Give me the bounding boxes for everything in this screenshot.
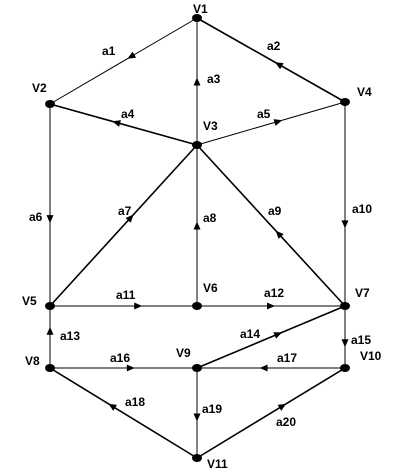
arrowhead-a19 <box>193 413 201 422</box>
edge-label-a19: a19 <box>202 402 222 416</box>
edge-a1 <box>49 17 198 105</box>
edge-label-a14: a14 <box>240 327 260 341</box>
edge-label-a11: a11 <box>116 288 136 302</box>
edge-a4 <box>49 103 198 146</box>
edge-a5 <box>196 101 346 146</box>
vertex-v8 <box>45 364 55 372</box>
vertex-v5 <box>45 302 55 310</box>
arrowhead-a14 <box>273 332 283 339</box>
edge-label-a12: a12 <box>264 286 284 300</box>
arrowhead-a13 <box>46 326 54 335</box>
arrowhead-a12 <box>267 302 275 310</box>
edge-a9 <box>196 144 346 307</box>
vertex-v3 <box>192 141 202 149</box>
arrowhead-a18 <box>108 403 117 411</box>
edge-label-a13: a13 <box>60 329 80 343</box>
arrowhead-a17 <box>259 364 268 372</box>
edge-label-a16: a16 <box>110 351 130 365</box>
edge-a18 <box>49 367 198 459</box>
arrowhead-a2 <box>274 62 284 70</box>
arrowhead-a9 <box>275 230 284 239</box>
arrowhead-a11 <box>134 302 143 310</box>
edge-label-a9: a9 <box>268 204 282 218</box>
edge-label-a7: a7 <box>118 204 132 218</box>
vertex-label-v7: V7 <box>355 286 370 300</box>
edge-label-a8: a8 <box>203 211 217 225</box>
vertex-v2 <box>45 100 55 108</box>
arrowhead-a6 <box>46 215 54 224</box>
vertex-v4 <box>340 98 350 106</box>
edge-label-a20: a20 <box>276 415 296 429</box>
arrowhead-a5 <box>273 119 283 126</box>
vertex-label-v8: V8 <box>25 354 40 368</box>
arrowhead-a16 <box>126 364 135 372</box>
vertex-v10 <box>340 364 350 372</box>
arrowhead-a3 <box>193 77 201 86</box>
vertex-v6 <box>192 302 202 310</box>
edge-label-a2: a2 <box>267 39 281 53</box>
edge-label-a1: a1 <box>102 44 116 58</box>
edge-a7 <box>49 144 198 307</box>
vertex-v7 <box>340 302 350 310</box>
arrowhead-a7 <box>125 214 134 223</box>
node-layer <box>45 14 350 462</box>
vertex-v11 <box>192 454 202 462</box>
vertex-label-v5: V5 <box>22 294 37 308</box>
edge-label-a3: a3 <box>207 72 221 86</box>
edge-label-a6: a6 <box>29 210 43 224</box>
arrowhead-a20 <box>277 403 287 411</box>
edge-a2 <box>196 17 346 103</box>
edge-label-layer: a1 a2 a3 a4 a5 a6 a7 a8 a9 a10 a11 a12 a… <box>29 39 372 429</box>
vertex-label-v2: V2 <box>32 81 47 95</box>
vertex-label-v6: V6 <box>203 281 218 295</box>
edge-a20 <box>196 367 346 459</box>
arrowhead-a15 <box>341 339 349 348</box>
edge-layer <box>46 17 349 459</box>
vertex-label-v9: V9 <box>176 346 191 360</box>
edge-label-a18: a18 <box>125 395 145 409</box>
edge-a14 <box>196 305 346 369</box>
edge-label-a10: a10 <box>352 202 372 216</box>
edge-label-a4: a4 <box>121 107 135 121</box>
vertex-v1 <box>192 14 202 22</box>
edge-label-a17: a17 <box>277 351 297 365</box>
vertex-label-layer: V1 V2 V3 V4 V5 V6 V7 V8 V9 V10 V11 <box>22 2 382 471</box>
vertex-label-v11: V11 <box>207 457 228 471</box>
vertex-label-v10: V10 <box>360 349 382 363</box>
arrowhead-a1 <box>127 51 137 59</box>
edge-label-a15: a15 <box>351 333 371 347</box>
arrowhead-a4 <box>112 120 121 127</box>
arrowhead-a10 <box>341 220 349 229</box>
arrowhead-a8 <box>193 221 201 230</box>
vertex-label-v3: V3 <box>203 119 218 133</box>
edge-label-a5: a5 <box>257 107 271 121</box>
vertex-label-v4: V4 <box>357 85 372 99</box>
vertex-v9 <box>192 364 202 372</box>
vertex-label-v1: V1 <box>193 2 208 16</box>
